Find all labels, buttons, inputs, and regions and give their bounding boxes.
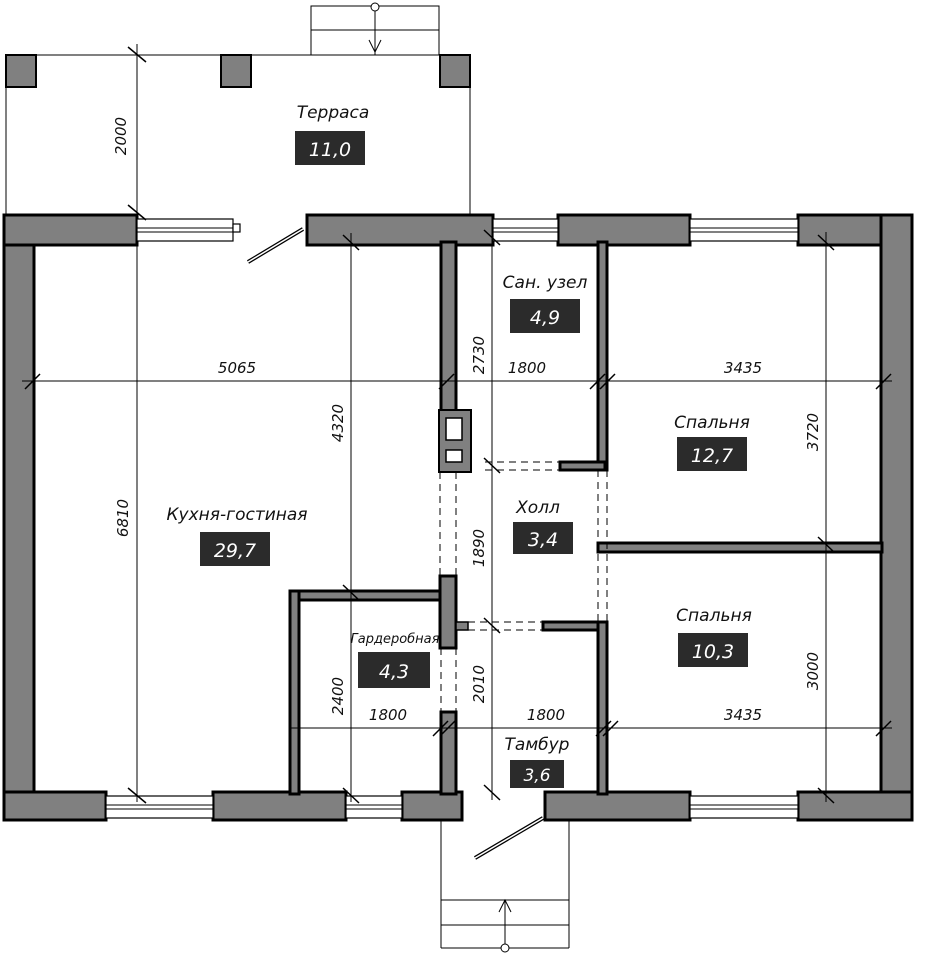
dim-vestibule-width: 1800 [527,706,565,724]
terrace-column [5,54,37,88]
terrace-column [220,54,252,88]
room-hall: Холл 3,4 [513,498,573,554]
room-bedroom-1: Спальня 12,7 [674,413,750,471]
dim-kitchen-depth: 4320 [329,404,347,442]
room-vestibule: Тамбур 3,6 [505,735,570,788]
dim-bedroom2-depth: 3000 [804,652,822,690]
room-area: 11,0 [309,139,351,161]
interior-walls [288,240,884,796]
room-area: 12,7 [691,445,733,467]
terrace-column [439,54,471,88]
room-name: Терраса [297,103,370,123]
area-badge [295,131,365,165]
area-badge [510,760,564,788]
room-area: 4,9 [530,307,560,329]
room-terrace: Терраса 11,0 [295,103,369,165]
dimension-lines [22,44,892,804]
dim-kitchen-width: 5065 [218,359,256,377]
dim-bedroom2-width: 3435 [724,706,762,724]
room-area: 4,3 [379,661,409,683]
outer-walls [2,213,914,822]
dim-total-depth: 6810 [114,499,132,537]
room-area: 29,7 [214,540,256,562]
dim-wardrobe-depth: 2400 [329,677,347,715]
dim-wardrobe-width: 1800 [369,706,407,724]
room-wardrobe: Гардеробная 4,3 [351,632,440,688]
room-name: Кухня-гостиная [166,505,307,525]
area-badge [358,652,430,688]
terrace-area [5,2,471,215]
room-area: 3,4 [528,529,558,551]
room-bathroom: Сан. узел 4,9 [503,273,588,333]
room-name: Сан. узел [503,273,588,293]
area-badge [510,299,580,333]
dim-bedroom1-depth: 3720 [804,413,822,451]
openings [439,461,608,712]
dim-bedroom1-width: 3435 [724,359,762,377]
area-badge [678,633,748,667]
room-name: Спальня [674,413,750,433]
area-badge [513,522,573,554]
dim-hall-depth: 1890 [470,529,488,567]
dim-bathroom-width: 1800 [508,359,546,377]
dim-terrace-depth: 2000 [112,117,130,155]
room-area: 10,3 [692,641,734,663]
room-name: Спальня [676,606,752,626]
dim-vestibule-depth: 2010 [470,665,488,703]
room-kitchen: Кухня-гостиная 29,7 [166,505,308,566]
room-area: 3,6 [523,766,550,786]
dimension-labels: 2000 5065 4320 6810 2730 1800 3435 3720 … [112,117,822,724]
room-name: Тамбур [505,735,570,755]
area-badge [200,532,270,566]
area-badge [677,437,747,471]
dim-bathroom-depth: 2730 [470,336,488,374]
entrance-steps [440,820,570,953]
room-name: Гардеробная [351,632,440,647]
room-bedroom-2: Спальня 10,3 [676,606,752,667]
room-name: Холл [515,498,560,518]
doors [246,227,545,860]
